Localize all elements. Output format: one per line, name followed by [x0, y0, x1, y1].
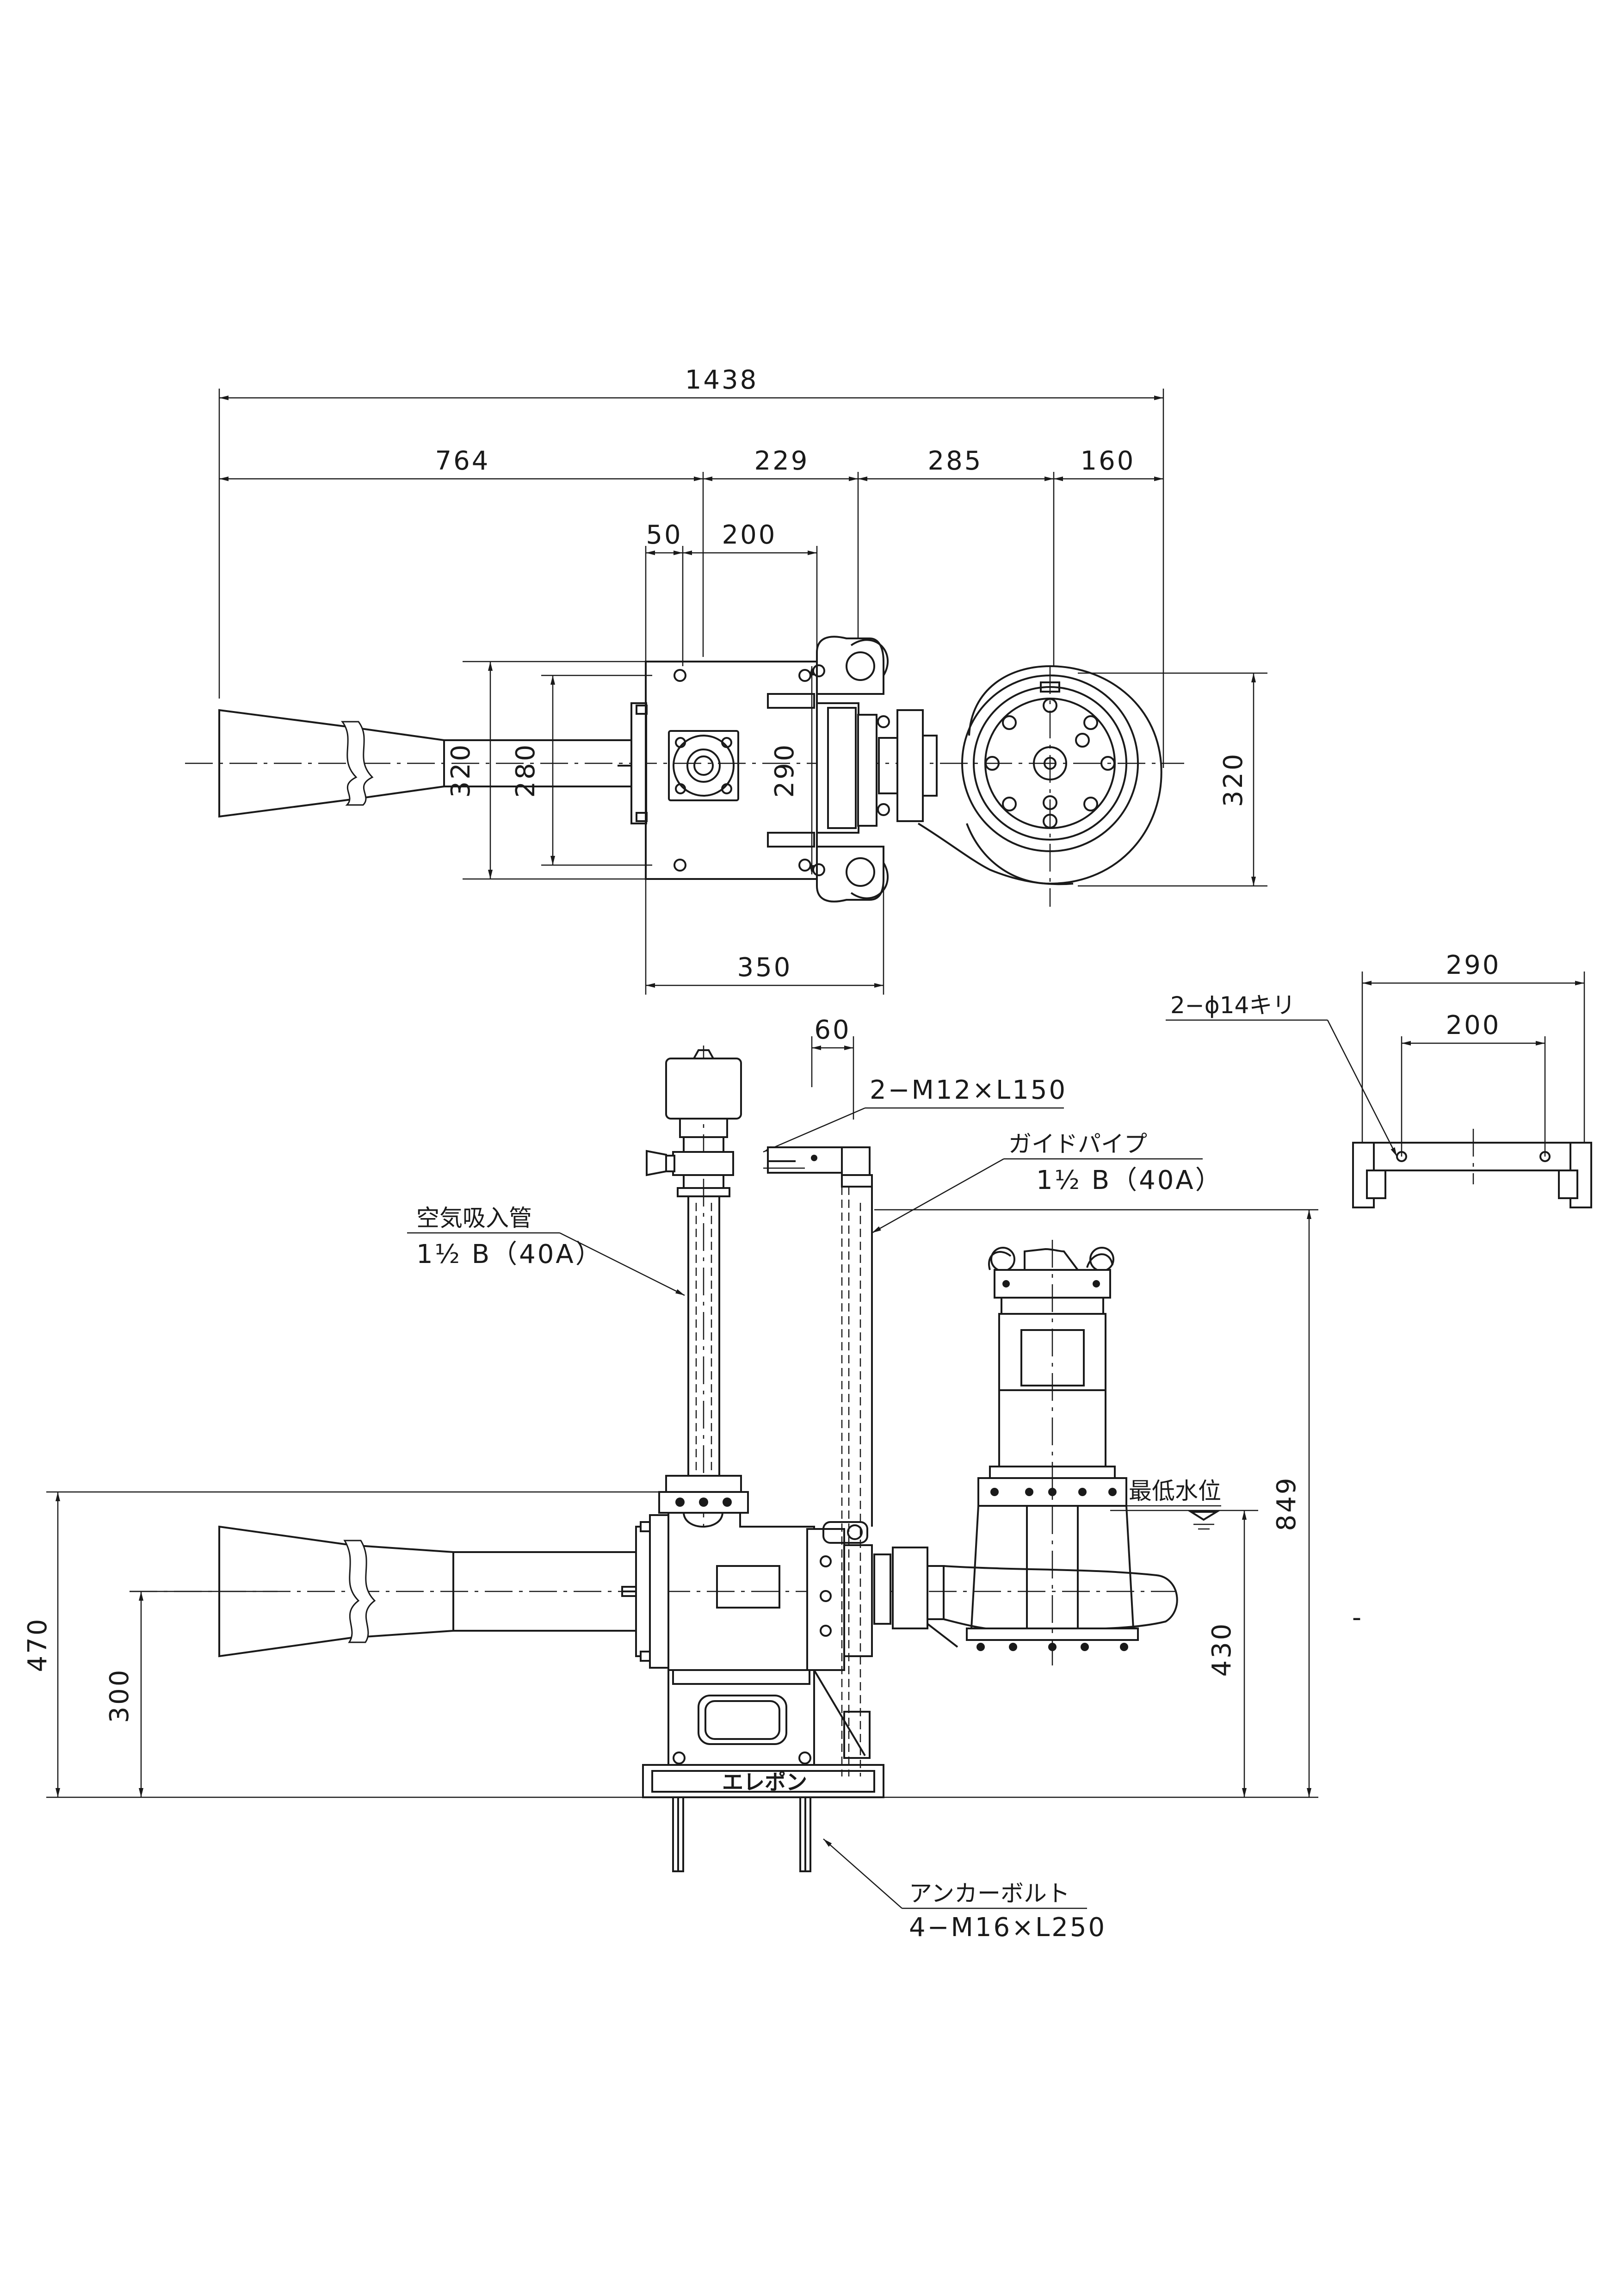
submersible-pump [966, 1240, 1139, 1665]
dim-350: 350 [737, 953, 792, 983]
top-view: 1438 764 229 285 160 50 200 350 320 280 … [185, 365, 1267, 995]
guide-bracket [767, 1146, 843, 1174]
dim-280: 280 [511, 743, 541, 798]
dim-430: 430 [1207, 1622, 1237, 1677]
dim-300: 300 [105, 1668, 135, 1723]
dim-side-290: 290 [1446, 950, 1501, 980]
dim-overall: 1438 [685, 365, 759, 395]
dim-60: 60 [814, 1015, 851, 1045]
air-intake-cap [665, 1058, 742, 1120]
dim-849: 849 [1272, 1476, 1302, 1531]
label-min-water: 最低水位 [1129, 1478, 1221, 1504]
dim-320-right: 320 [1218, 752, 1248, 807]
dim-229: 229 [754, 446, 810, 476]
body-front [667, 1512, 815, 1671]
dim-285: 285 [928, 446, 983, 476]
stray-tick: - [1352, 1603, 1363, 1633]
label-anchor-spec: 4−M16×L250 [909, 1912, 1106, 1943]
side-view: 290 200 2−ϕ14キリ [1166, 950, 1592, 1208]
dim-160: 160 [1081, 446, 1136, 476]
discharge-elbow [943, 1565, 1178, 1632]
pump-volute [966, 665, 1162, 885]
label-bolt-spec: 2−M12×L150 [870, 1075, 1067, 1105]
label-air-pipe: 空気吸入管 [416, 1205, 532, 1232]
base-frame-side [1352, 1142, 1592, 1171]
label-guide-pipe: ガイドパイプ [1008, 1131, 1147, 1157]
dim-320-left: 320 [446, 743, 476, 798]
label-holes: 2−ϕ14キリ [1170, 992, 1295, 1019]
label-guide-pipe-size: 1½ B（40A） [1036, 1165, 1223, 1195]
dim-764: 764 [435, 446, 490, 476]
brand-logo-text: エレポン [722, 1770, 807, 1795]
dim-290-mid: 290 [770, 743, 800, 798]
label-anchor: アンカーボルト [909, 1880, 1070, 1907]
label-air-pipe-size: 1½ B（40A） [416, 1239, 603, 1269]
dim-470: 470 [23, 1617, 53, 1672]
dim-50: 50 [646, 520, 682, 550]
front-view: 470 300 849 430 - 60 2−M12×L150 ガイドパイプ 1… [23, 1015, 1363, 1943]
dim-200: 200 [722, 520, 777, 550]
dim-side-200: 200 [1446, 1010, 1501, 1040]
